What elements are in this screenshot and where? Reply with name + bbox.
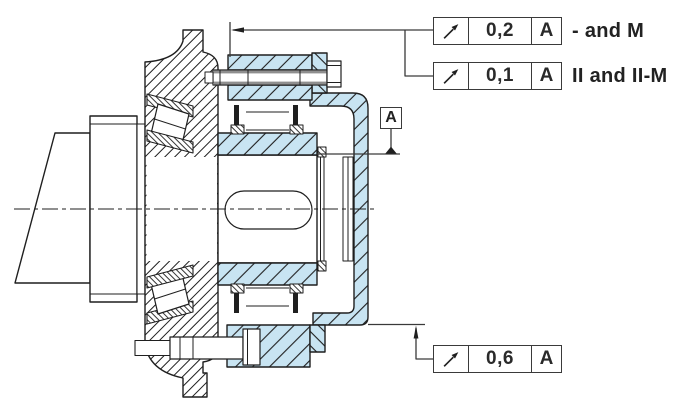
datum-feature-label: A [380,107,402,129]
leader-lines [229,22,433,360]
tolerance-datum: A [531,18,561,44]
circular-runout-icon [434,63,468,89]
tapered-roller-bearing-top [146,93,194,154]
tapered-roller-bearing-bottom [146,264,194,325]
leader-bottom [415,328,433,360]
leader-arrow-up [413,325,419,339]
tolerance-value: 0,2 [468,18,531,44]
wheel-stud-top [204,60,342,88]
tolerance-frame-bottom: 0,6 A [433,345,562,373]
tolerance-value: 0,1 [468,63,531,89]
tolerance-frame-middle: 0,1 A [433,62,562,90]
tolerance-note-top: - and M [572,19,645,42]
datum-triangle [385,146,397,154]
tolerance-datum: A [531,346,561,372]
stud-head [326,60,342,88]
circular-runout-icon [434,18,468,44]
sleeve-slot [224,190,313,230]
wheel-stud-bottom [134,328,261,366]
leader-arrow-left [231,27,244,33]
tolerance-datum: A [531,63,561,89]
leader-connector [404,30,433,77]
bearing-seals [230,105,304,313]
tolerance-value: 0,6 [468,346,531,372]
circular-runout-icon [434,346,468,372]
tolerance-frame-top: 0,2 A [433,17,562,45]
tolerance-note-middle: II and II-M [572,64,668,87]
brake-disc-bottom [226,324,326,368]
